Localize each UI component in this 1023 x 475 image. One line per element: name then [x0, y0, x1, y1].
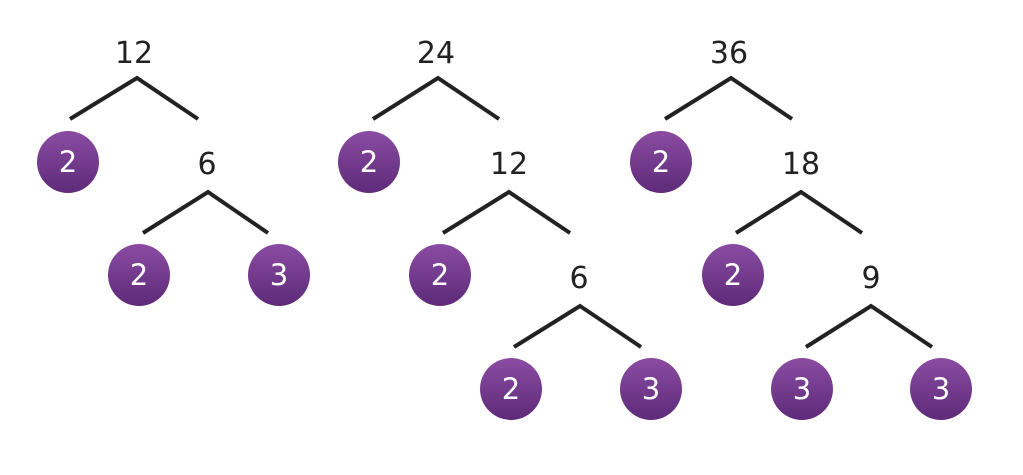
prime-circle — [108, 244, 170, 306]
prime-node: 2 — [480, 358, 542, 420]
prime-2: 2 — [431, 258, 449, 292]
branch — [441, 189, 572, 235]
prime-2: 2 — [502, 372, 520, 406]
prime-3: 3 — [932, 372, 950, 406]
prime-circle — [409, 244, 471, 306]
prime-node: 2 — [702, 244, 764, 306]
prime-3: 3 — [793, 372, 811, 406]
prime-node: 2 — [108, 244, 170, 306]
prime-2: 2 — [360, 145, 378, 179]
prime-node: 2 — [630, 131, 692, 193]
branch — [68, 75, 200, 121]
prime-2: 2 — [724, 258, 742, 292]
composite-18: 18 — [782, 147, 820, 182]
branch — [371, 75, 501, 121]
prime-node: 2 — [338, 131, 400, 193]
branch — [141, 189, 270, 235]
prime-node: 3 — [771, 358, 833, 420]
prime-2: 2 — [130, 258, 148, 292]
branch — [512, 303, 643, 349]
branch — [734, 189, 864, 235]
composite-6: 6 — [197, 147, 216, 182]
prime-circle — [248, 244, 310, 306]
composite-36: 36 — [710, 36, 748, 71]
composite-9: 9 — [861, 261, 880, 296]
prime-circle — [480, 358, 542, 420]
prime-circle — [910, 358, 972, 420]
prime-circle — [771, 358, 833, 420]
composite-6: 6 — [569, 261, 588, 296]
prime-node: 3 — [620, 358, 682, 420]
prime-node: 2 — [37, 131, 99, 193]
branch — [663, 75, 794, 121]
prime-node: 3 — [248, 244, 310, 306]
prime-circle — [338, 131, 400, 193]
prime-node: 2 — [409, 244, 471, 306]
tree-24: 24 2 12 2 6 2 3 — [338, 36, 682, 420]
prime-3: 3 — [642, 372, 660, 406]
prime-circle — [702, 244, 764, 306]
prime-circle — [620, 358, 682, 420]
composite-12: 12 — [115, 36, 153, 71]
prime-2: 2 — [652, 145, 670, 179]
prime-node: 3 — [910, 358, 972, 420]
prime-circle — [37, 131, 99, 193]
prime-2: 2 — [59, 145, 77, 179]
prime-circle — [630, 131, 692, 193]
tree-36: 36 2 18 2 9 3 3 — [630, 36, 972, 420]
composite-24: 24 — [417, 36, 455, 71]
prime-3: 3 — [270, 258, 288, 292]
composite-12: 12 — [490, 147, 528, 182]
tree-12: 12 2 6 2 3 — [37, 36, 310, 306]
branch — [804, 303, 934, 349]
